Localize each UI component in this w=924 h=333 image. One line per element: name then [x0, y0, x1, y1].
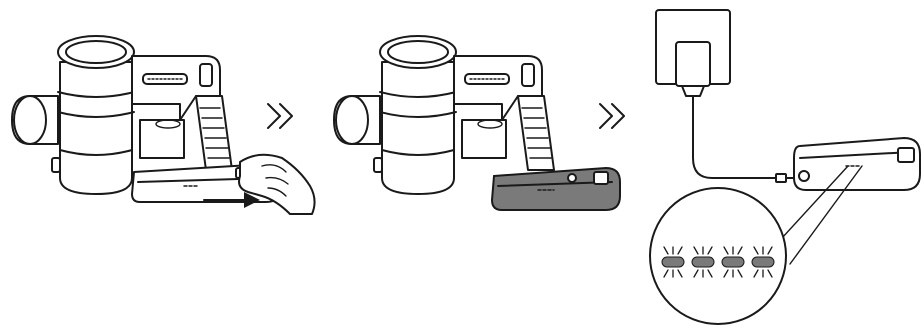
separator-1-chevron-double-right-icon [268, 104, 292, 128]
led-indicator-magnifier [650, 188, 786, 324]
step-1-vacuum-battery-release-icon [12, 36, 315, 214]
charging-cable [693, 96, 778, 178]
step-3-battery-charging-icon [650, 10, 920, 324]
charging-battery [794, 138, 920, 190]
led-3-flashing [722, 257, 744, 267]
power-adapter [676, 42, 710, 86]
led-4-flashing [752, 257, 774, 267]
detached-battery [492, 168, 620, 210]
led-2-flashing [692, 257, 714, 267]
separator-2-chevron-double-right-icon [600, 104, 624, 128]
led-1-flashing [662, 257, 684, 267]
step-2-vacuum-battery-removed-icon [334, 36, 620, 210]
